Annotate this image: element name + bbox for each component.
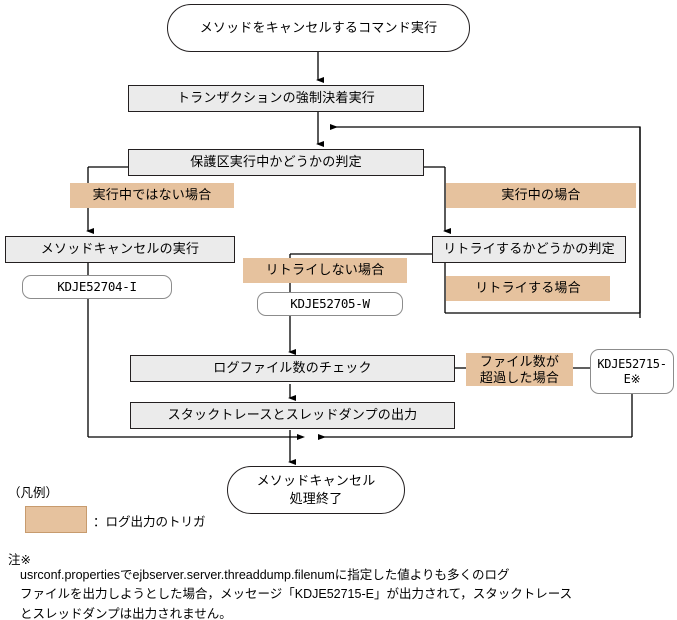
node-message-kdje52715e: KDJE52715- E※ — [590, 349, 674, 394]
node-message-kdje52715e-label: KDJE52715- E※ — [597, 356, 667, 386]
node-message-kdje52705w-label: KDJE52705-W — [290, 296, 370, 312]
node-transaction-settlement-label: トランザクションの強制決着実行 — [176, 90, 375, 106]
footnote-heading: 注※ — [8, 553, 31, 567]
node-start: メソッドをキャンセルするコマンド実行 — [167, 4, 470, 52]
trigger-no-retry-label: リトライしない場合 — [265, 262, 385, 278]
legend-color-swatch — [25, 506, 87, 533]
legend-heading: （凡例） — [8, 486, 59, 500]
node-start-label: メソッドをキャンセルするコマンド実行 — [199, 19, 438, 35]
node-message-kdje52704i-label: KDJE52704-I — [57, 279, 137, 295]
trigger-running: 実行中の場合 — [446, 183, 636, 208]
trigger-no-retry: リトライしない場合 — [243, 258, 407, 283]
node-retry-decision: リトライするかどうかの判定 — [432, 236, 626, 263]
footnote-body: usrconf.propertiesでejbserver.server.thre… — [20, 568, 573, 620]
trigger-not-running-label: 実行中ではない場合 — [92, 187, 212, 203]
node-stacktrace-output-label: スタックトレースとスレッドダンプの出力 — [167, 407, 418, 423]
node-stacktrace-output: スタックトレースとスレッドダンプの出力 — [130, 402, 455, 429]
trigger-retry: リトライする場合 — [446, 276, 610, 301]
trigger-file-exceeded-label: ファイル数が 超過した場合 — [479, 353, 560, 385]
trigger-file-exceeded: ファイル数が 超過した場合 — [466, 353, 573, 386]
node-log-file-check-label: ログファイル数のチェック — [213, 360, 372, 376]
node-method-cancel-label: メソッドキャンセルの実行 — [40, 241, 200, 257]
node-message-kdje52704i: KDJE52704-I — [22, 275, 172, 299]
legend-description: ：ログ出力のトリガ — [93, 515, 206, 529]
node-guard-decision: 保護区実行中かどうかの判定 — [128, 149, 424, 176]
trigger-retry-label: リトライする場合 — [475, 280, 581, 296]
node-transaction-settlement: トランザクションの強制決着実行 — [128, 85, 424, 112]
node-retry-decision-label: リトライするかどうかの判定 — [443, 241, 615, 257]
node-guard-decision-label: 保護区実行中かどうかの判定 — [190, 154, 362, 170]
node-message-kdje52705w: KDJE52705-W — [257, 292, 403, 316]
node-log-file-check: ログファイル数のチェック — [130, 355, 455, 382]
node-method-cancel: メソッドキャンセルの実行 — [5, 236, 235, 263]
node-end-label: メソッドキャンセル 処理終了 — [256, 473, 376, 506]
trigger-not-running: 実行中ではない場合 — [70, 183, 234, 208]
node-end: メソッドキャンセル 処理終了 — [227, 466, 405, 514]
trigger-running-label: 実行中の場合 — [501, 187, 581, 203]
